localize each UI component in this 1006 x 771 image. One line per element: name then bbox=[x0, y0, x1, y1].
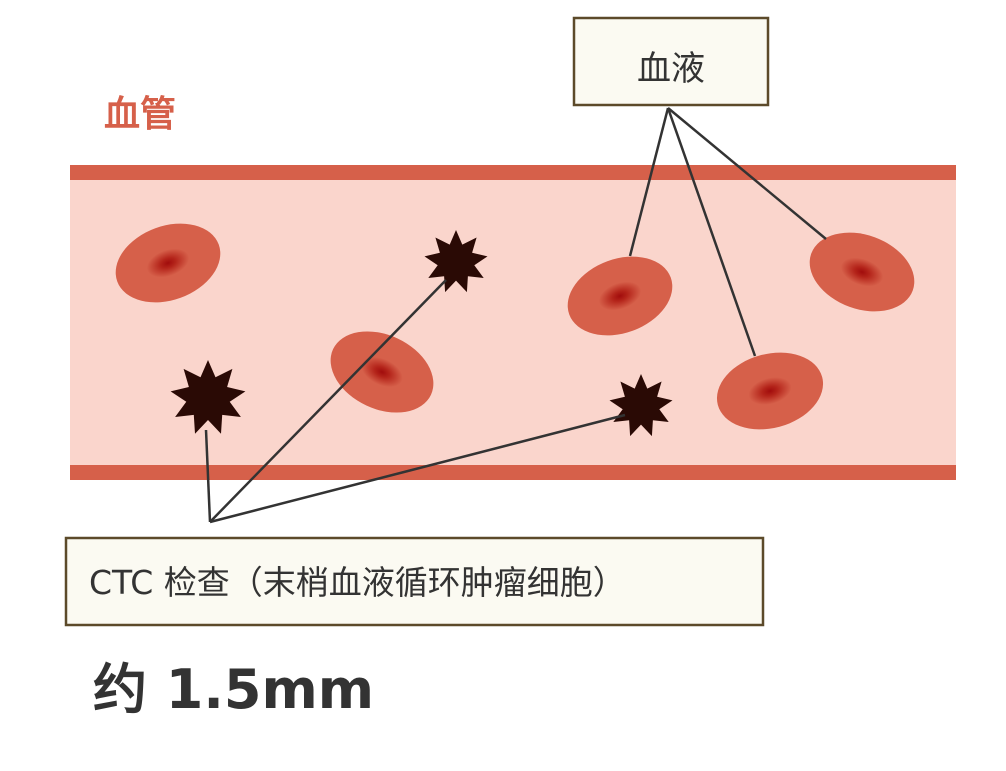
ctc-box bbox=[64, 536, 765, 627]
ctc-cell bbox=[424, 230, 488, 293]
red-blood-cell bbox=[115, 223, 221, 303]
scale-label: 约 1.5mm bbox=[93, 658, 374, 721]
blood-vessel bbox=[70, 165, 956, 480]
red-blood-cell bbox=[809, 232, 915, 312]
ctc-pointer-lines bbox=[204, 279, 626, 524]
ctc-callout: CTC 检查（末梢血液循环肿瘤细胞） bbox=[64, 536, 765, 627]
red-blood-cell bbox=[567, 256, 673, 336]
ctc-label: CTC 检查（末梢血液循环肿瘤细胞） bbox=[89, 563, 626, 602]
blood-label: 血液 bbox=[637, 49, 705, 89]
ctc-cell bbox=[170, 360, 246, 434]
pointer-line bbox=[204, 429, 212, 523]
ctc-cell bbox=[609, 374, 673, 437]
blood-pointer-lines bbox=[628, 107, 827, 357]
blood-callout: 血液 bbox=[572, 16, 770, 107]
pointer-line bbox=[666, 107, 757, 357]
vessel-wall-top bbox=[70, 165, 956, 180]
vessel-wall-bottom bbox=[70, 465, 956, 480]
red-blood-cell bbox=[330, 331, 434, 413]
pointer-line bbox=[628, 107, 670, 257]
vessel-label: 血管 bbox=[104, 94, 176, 135]
blood-box bbox=[572, 16, 770, 107]
ctc-cells bbox=[170, 230, 673, 437]
pointer-line bbox=[209, 413, 626, 524]
red-blood-cells bbox=[115, 223, 915, 430]
red-blood-cell bbox=[716, 352, 824, 430]
pointer-line bbox=[209, 279, 447, 523]
pointer-line bbox=[667, 107, 827, 240]
